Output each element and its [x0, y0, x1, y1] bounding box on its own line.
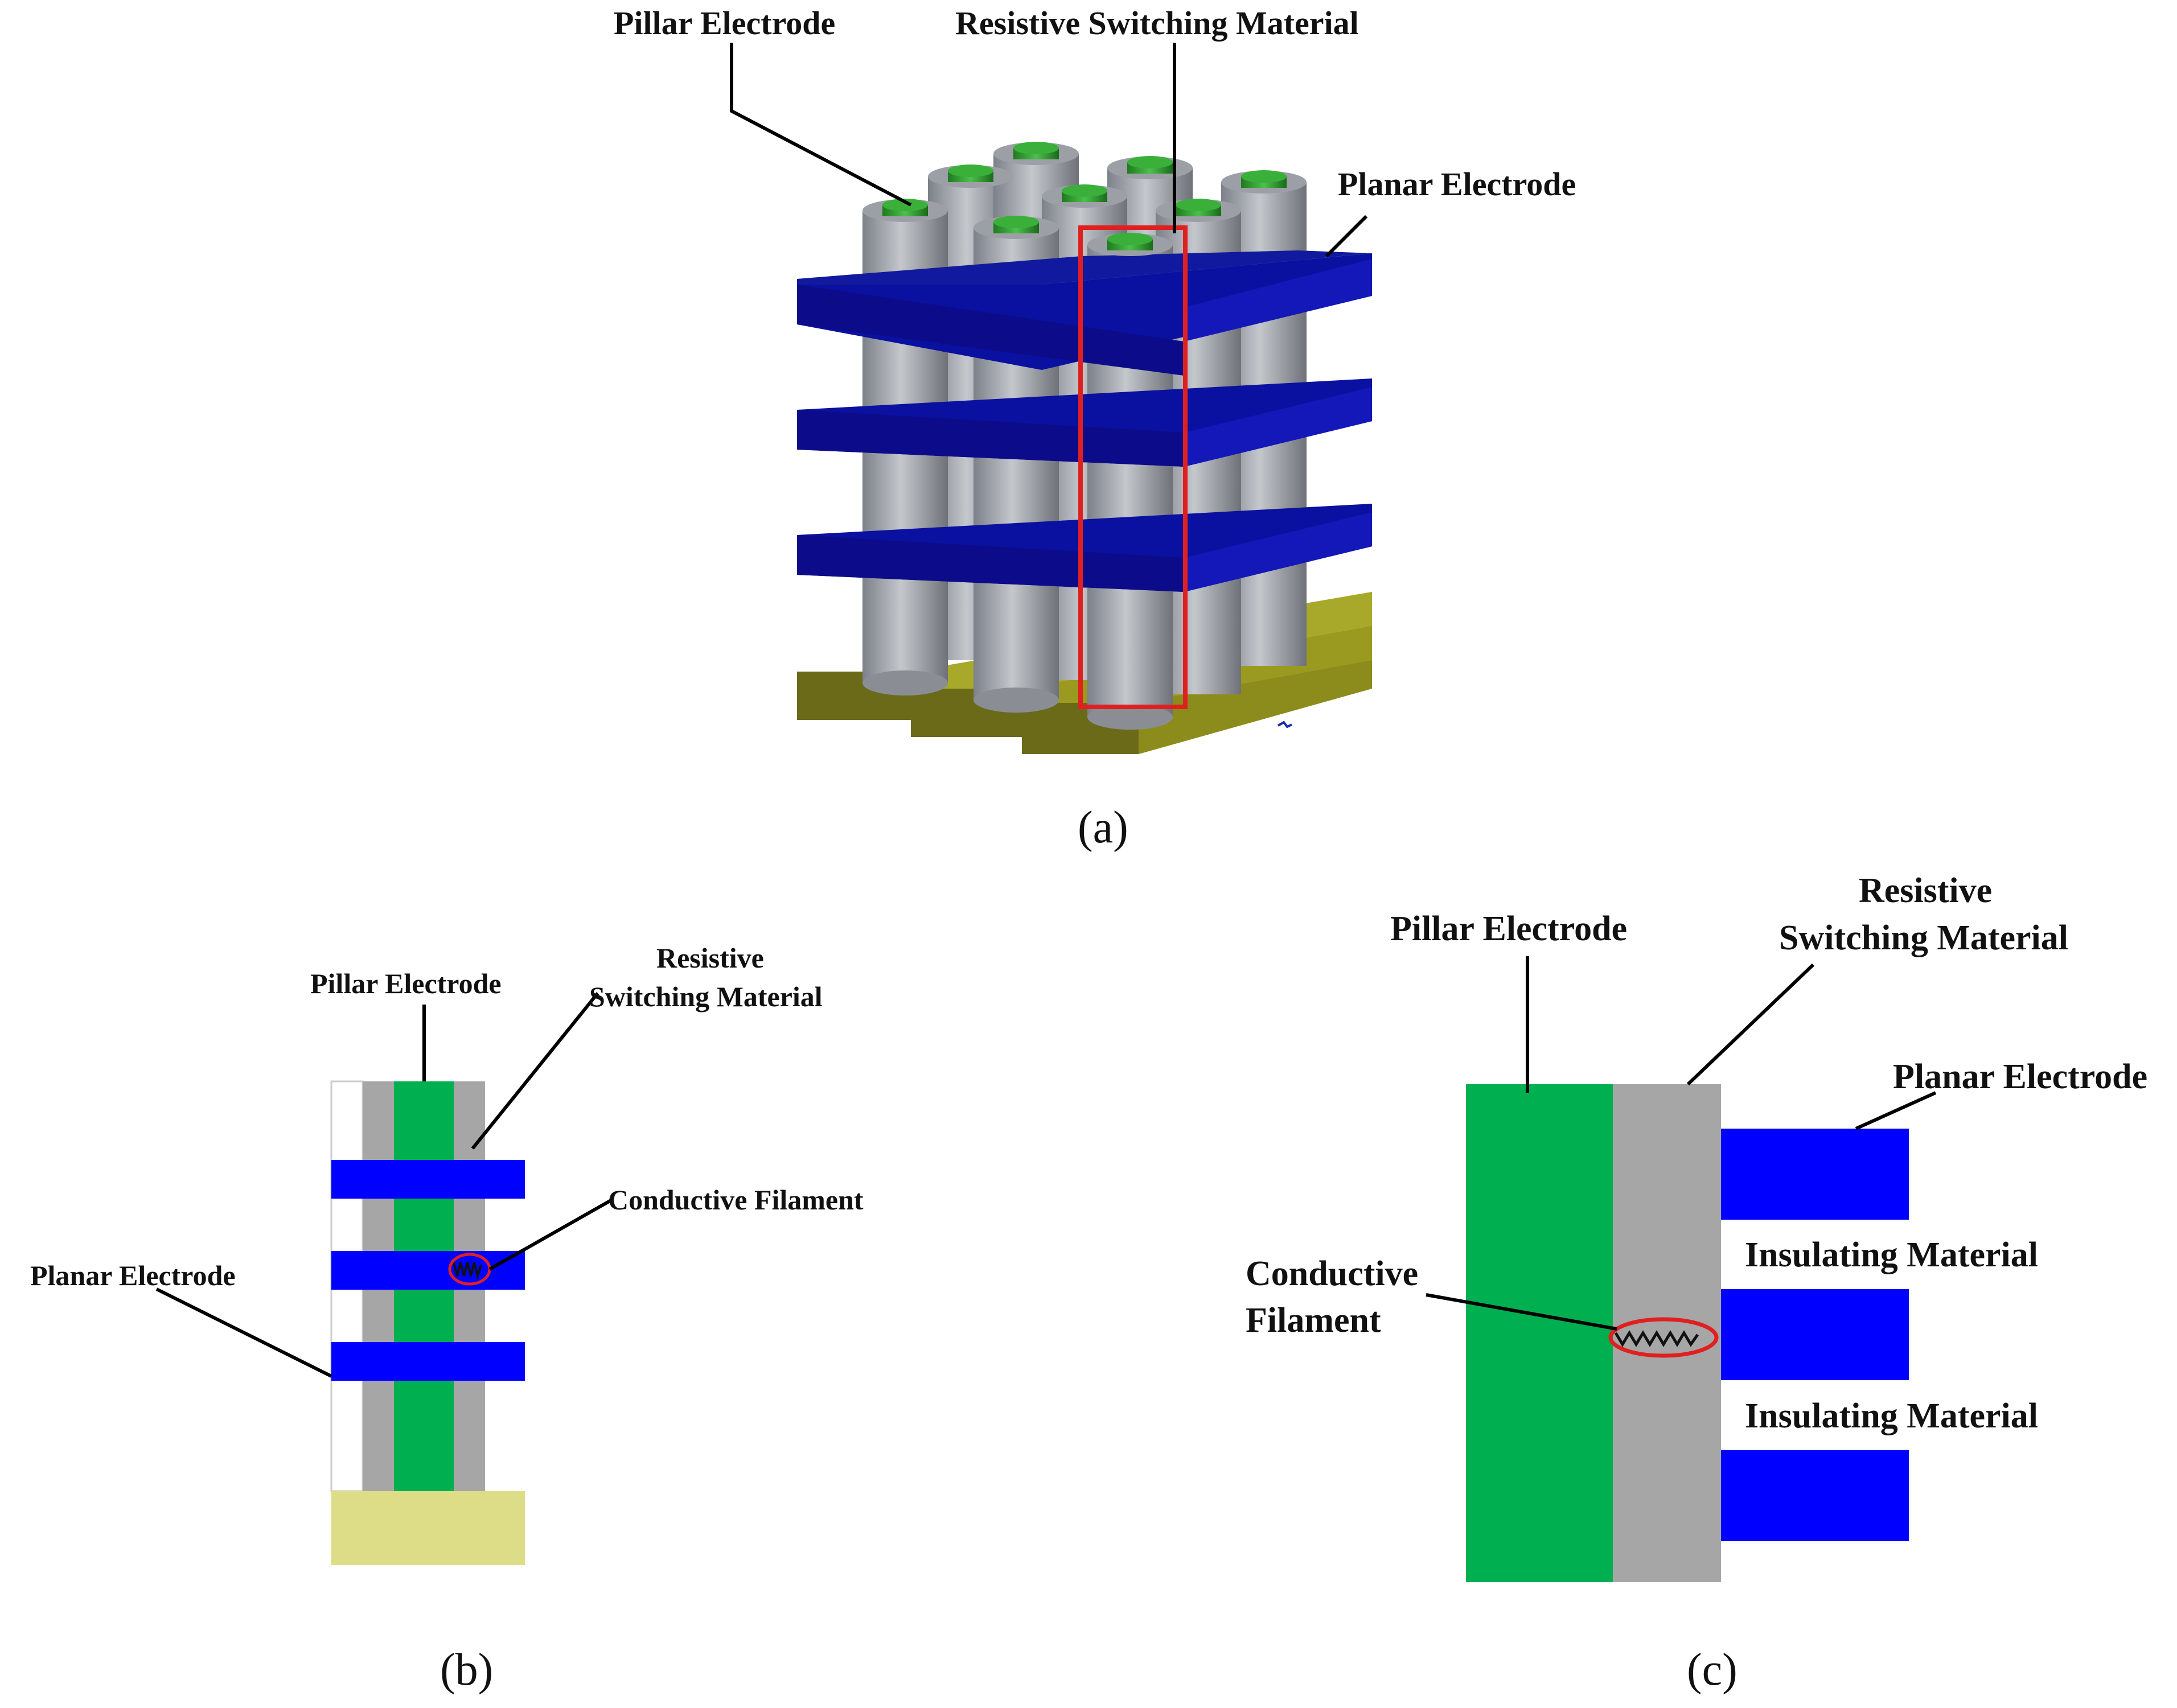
panel-c-detail: [1466, 1084, 1909, 1582]
c-filament: [1608, 1317, 1719, 1358]
label-c-conductive-line1: Conductive: [1246, 1254, 1418, 1293]
label-c-resistive-line2: Switching Material: [1779, 919, 2068, 957]
label-c-insulating-material-2: Insulating Material: [1745, 1397, 2038, 1435]
axis-mark: [1277, 721, 1292, 729]
label-a-planar-electrode: Planar Electrode: [1338, 166, 1576, 203]
panel-a-leaders: [730, 43, 1368, 258]
panel-b-leaders: [155, 992, 613, 1378]
label-b-resistive-line1: Resistive: [656, 942, 764, 974]
c-planar-electrode-1: [1721, 1129, 1909, 1220]
label-b-pillar-electrode: Pillar Electrode: [310, 968, 502, 999]
caption-a: (a): [1078, 802, 1128, 853]
caption-b: (b): [440, 1645, 493, 1695]
b-planar-electrode-2: [331, 1251, 525, 1290]
highlight-box: [1078, 225, 1188, 709]
panel-b-cross-section: [330, 1080, 525, 1565]
panel-c-leaders: [1426, 956, 1937, 1331]
b-planar-electrode-3: [331, 1342, 525, 1381]
c-pillar-core: [1466, 1084, 1613, 1582]
label-b-resistive-line2: Switching Material: [589, 981, 823, 1013]
c-planar-electrode-2: [1721, 1289, 1909, 1380]
caption-c: (c): [1687, 1645, 1738, 1695]
b-planar-electrode-1: [331, 1160, 525, 1199]
label-c-planar-electrode: Planar Electrode: [1893, 1057, 2147, 1096]
label-a-pillar-electrode: Pillar Electrode: [614, 5, 835, 42]
b-bottom-electrode: [331, 1491, 525, 1565]
label-a-resistive-switching-material: Resistive Switching Material: [955, 5, 1359, 42]
panel-a-3d-stack: [797, 142, 1372, 754]
c-planar-electrode-3: [1721, 1450, 1909, 1541]
pillar-caps: [862, 142, 1307, 256]
label-c-insulating-material-1: Insulating Material: [1745, 1236, 2038, 1274]
label-b-planar-electrode: Planar Electrode: [30, 1260, 236, 1291]
planar-electrode-plates: [797, 250, 1372, 592]
label-c-pillar-electrode: Pillar Electrode: [1390, 909, 1627, 948]
label-b-conductive-filament: Conductive Filament: [608, 1184, 864, 1216]
label-c-resistive-line1: Resistive: [1859, 871, 1992, 910]
label-c-conductive-line2: Filament: [1246, 1301, 1381, 1340]
